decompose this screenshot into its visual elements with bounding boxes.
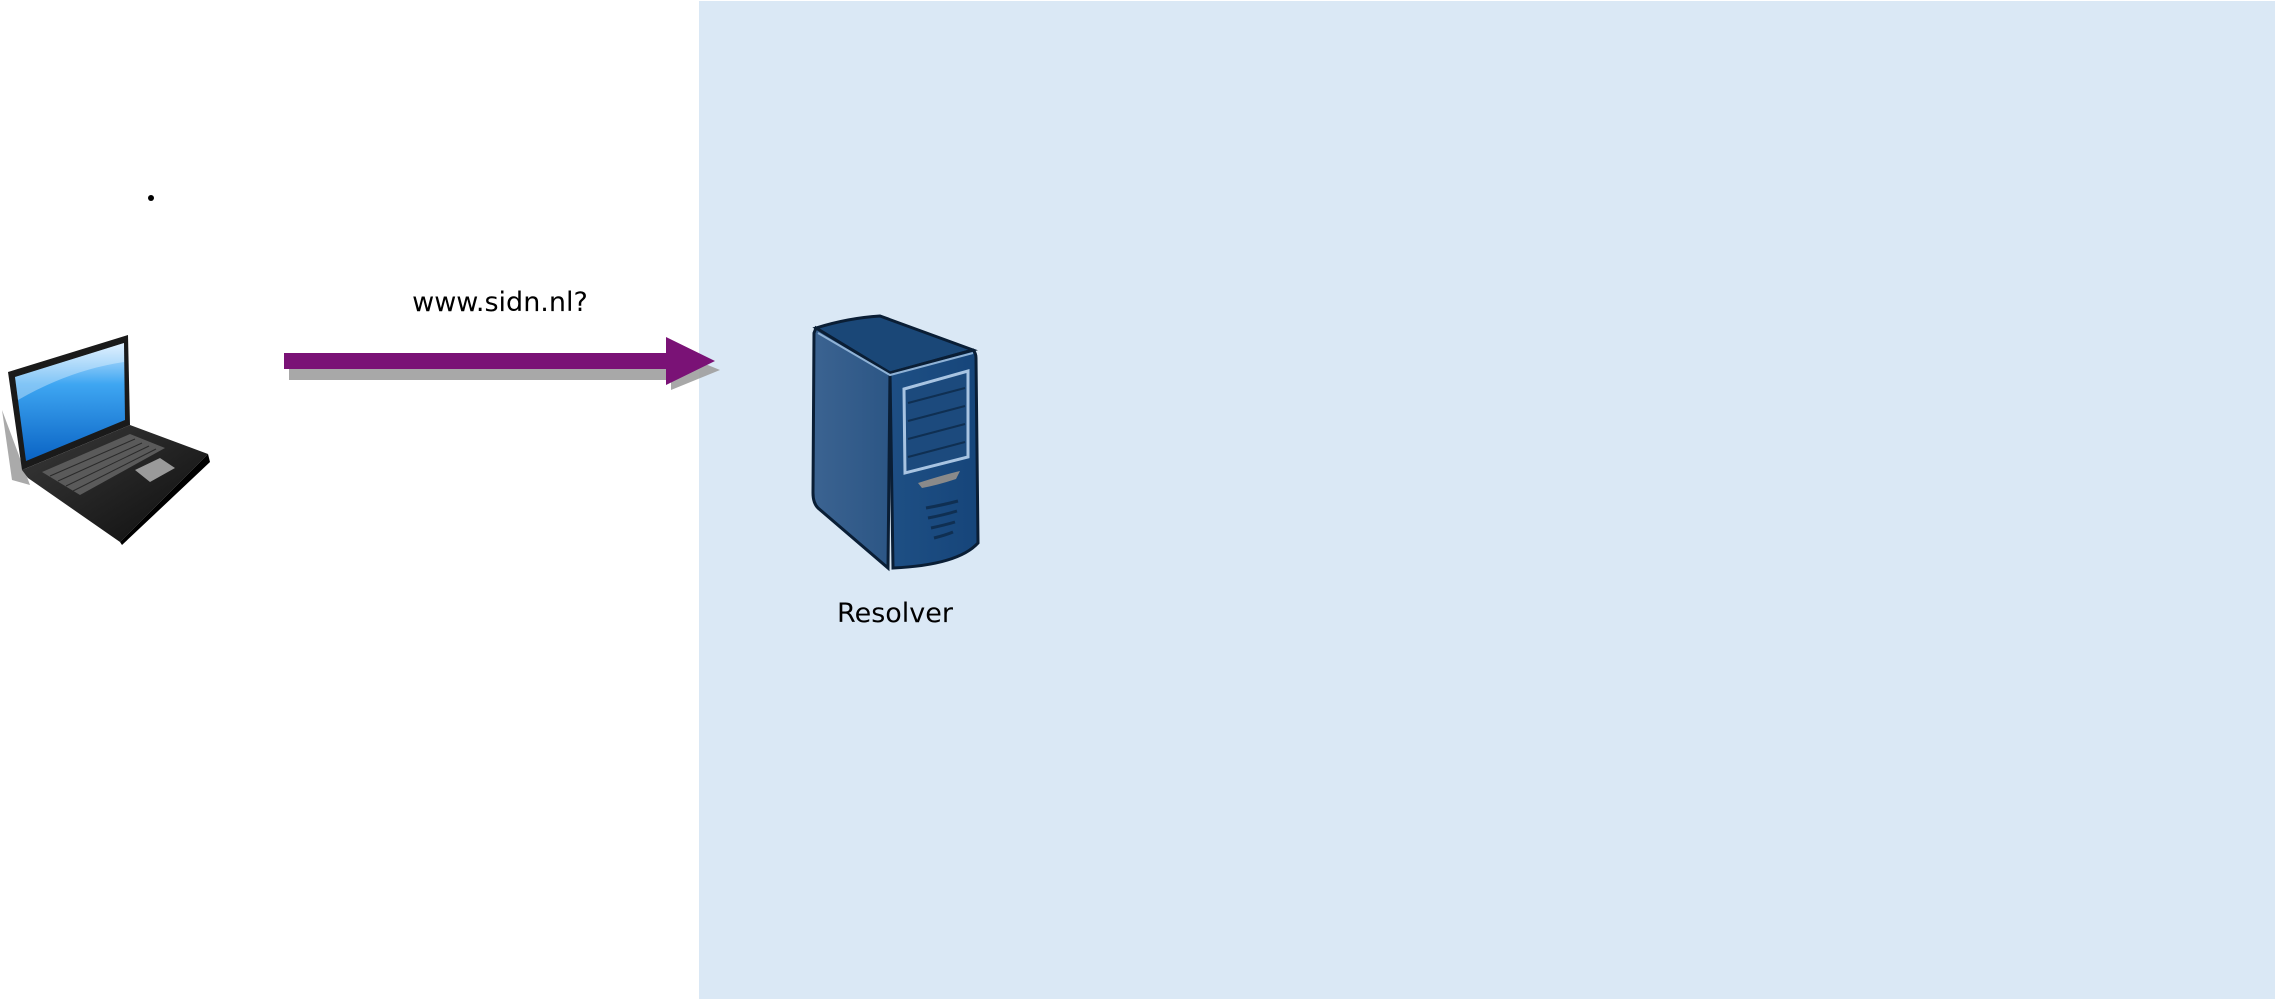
arrow-right-icon (284, 337, 720, 390)
laptop-icon (2, 335, 210, 545)
resolver-label: Resolver (837, 598, 953, 629)
server-icon: shortcut (811, 314, 980, 572)
root-dot (148, 195, 154, 201)
query-label: www.sidn.nl? (412, 287, 588, 318)
